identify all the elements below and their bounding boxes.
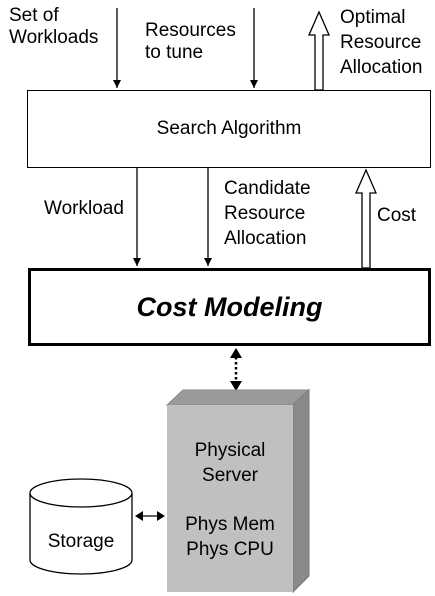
label-candidate-line3: Allocation — [224, 228, 307, 249]
server-side-face — [292, 388, 310, 594]
label-resources-line2: to tune — [145, 42, 204, 63]
label-resources-line1: Resources — [145, 20, 236, 41]
label-workload: Workload — [44, 198, 124, 219]
arrow-optimal-output — [308, 10, 330, 91]
storage-cylinder-top — [29, 478, 133, 508]
search-algorithm-title: Search Algorithm — [156, 118, 302, 139]
cost-modeling-title: Cost Modeling — [136, 291, 323, 322]
storage-cylinder-body — [29, 493, 133, 575]
label-set-of-workloads: Set of Workloads — [9, 5, 98, 49]
server-front-face — [167, 405, 293, 592]
label-optimal-resource-allocation: Optimal Resource Allocation — [340, 5, 422, 80]
server-line-physical: Physical — [194, 440, 266, 461]
label-resources-to-tune: Resources to tune — [145, 20, 236, 64]
label-cost: Cost — [377, 205, 417, 226]
server-label-spacer — [167, 488, 293, 512]
label-candidate-line2: Resource — [224, 203, 306, 224]
label-workloads-line1: Set of — [9, 5, 59, 26]
server-line-server: Server — [202, 465, 258, 486]
server-top-face — [165, 389, 311, 406]
dotted-link-head-down — [230, 381, 242, 391]
server-line-phys-cpu: Phys CPU — [186, 539, 274, 560]
storage-label: Storage — [47, 531, 115, 552]
arrow-cost-up — [355, 168, 377, 269]
search-algorithm-box: Search Algorithm — [27, 90, 431, 168]
cost-modeling-box: Cost Modeling — [28, 268, 431, 346]
server-label-group: Physical Server Phys Mem Phys CPU — [167, 438, 293, 562]
arrow-storage-head-right — [157, 511, 165, 521]
label-candidate-resource-allocation: Candidate Resource Allocation — [224, 176, 311, 251]
label-output-line3: Allocation — [340, 57, 423, 78]
arrow-storage-head-left — [135, 511, 143, 521]
label-output-line1: Optimal — [340, 7, 406, 28]
dotted-link-head-up — [230, 348, 242, 358]
label-workloads-line2: Workloads — [9, 27, 99, 48]
label-output-line2: Resource — [340, 32, 422, 53]
server-line-phys-mem: Phys Mem — [185, 514, 275, 535]
label-candidate-line1: Candidate — [224, 178, 311, 199]
